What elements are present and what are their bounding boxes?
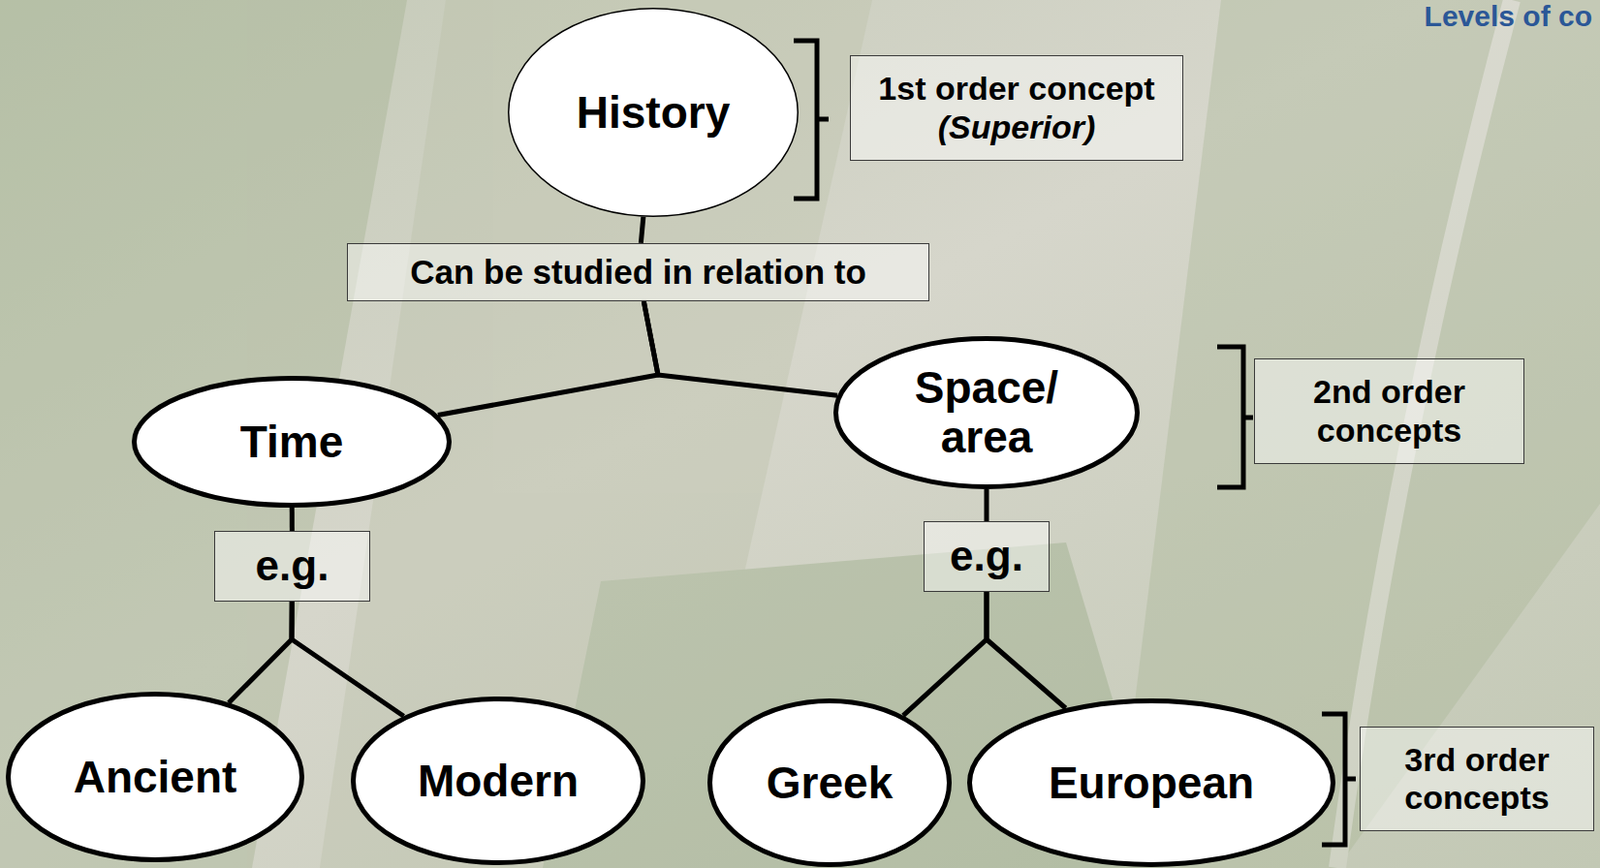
connector-line <box>986 592 1067 709</box>
label-box: Can be studied in relation to <box>346 243 930 302</box>
connector-line <box>228 601 292 703</box>
node-text: e.g. <box>949 532 1024 582</box>
ellipse-shape <box>508 8 799 218</box>
concept-ellipse: Greek <box>707 698 952 868</box>
slide-heading: Levels of co <box>1424 0 1593 33</box>
bracket <box>793 40 829 199</box>
node-text: Ancient <box>73 752 238 804</box>
label-box: e.g. <box>214 531 371 602</box>
concept-ellipse: History <box>507 7 799 218</box>
connector-line <box>289 507 295 532</box>
ellipse-shape <box>134 378 450 506</box>
label-box: 1st order concept(Superior) <box>849 55 1184 161</box>
node-text: Space/ area <box>904 363 1069 462</box>
concept-ellipse: Time <box>131 376 452 508</box>
ellipse-shape <box>970 701 1334 866</box>
node-text: e.g. <box>255 541 330 592</box>
concept-ellipse: Space/ area <box>833 336 1140 490</box>
node-text: History <box>576 87 730 139</box>
connector-line <box>984 489 990 522</box>
bracket <box>1217 346 1254 488</box>
label-box: e.g. <box>923 521 1050 593</box>
connector-line <box>640 217 644 244</box>
connector-line <box>291 601 405 717</box>
concept-ellipse: Ancient <box>5 691 305 863</box>
ellipse-shape <box>8 694 303 861</box>
concept-ellipse: European <box>967 698 1336 868</box>
ellipse-shape <box>710 701 950 866</box>
label-box: 3rd order concepts <box>1359 726 1595 832</box>
node-text: (Superior) <box>938 108 1096 147</box>
ellipse-shape <box>836 339 1138 488</box>
node-text: Modern <box>417 755 579 808</box>
node-text: Time <box>240 416 345 469</box>
node-text: European <box>1048 757 1255 810</box>
connector-line <box>903 592 987 717</box>
connector-line <box>438 301 659 415</box>
node-text: 2nd order concepts <box>1264 373 1514 449</box>
node-text: 3rd order concepts <box>1370 741 1584 817</box>
label-box: 2nd order concepts <box>1254 358 1525 465</box>
node-text: 1st order concept <box>878 69 1155 108</box>
ellipse-shape <box>353 699 644 864</box>
concept-ellipse: Modern <box>350 696 646 866</box>
node-text: Can be studied in relation to <box>409 252 867 292</box>
connector-line <box>643 301 838 396</box>
node-text: Greek <box>766 757 893 810</box>
